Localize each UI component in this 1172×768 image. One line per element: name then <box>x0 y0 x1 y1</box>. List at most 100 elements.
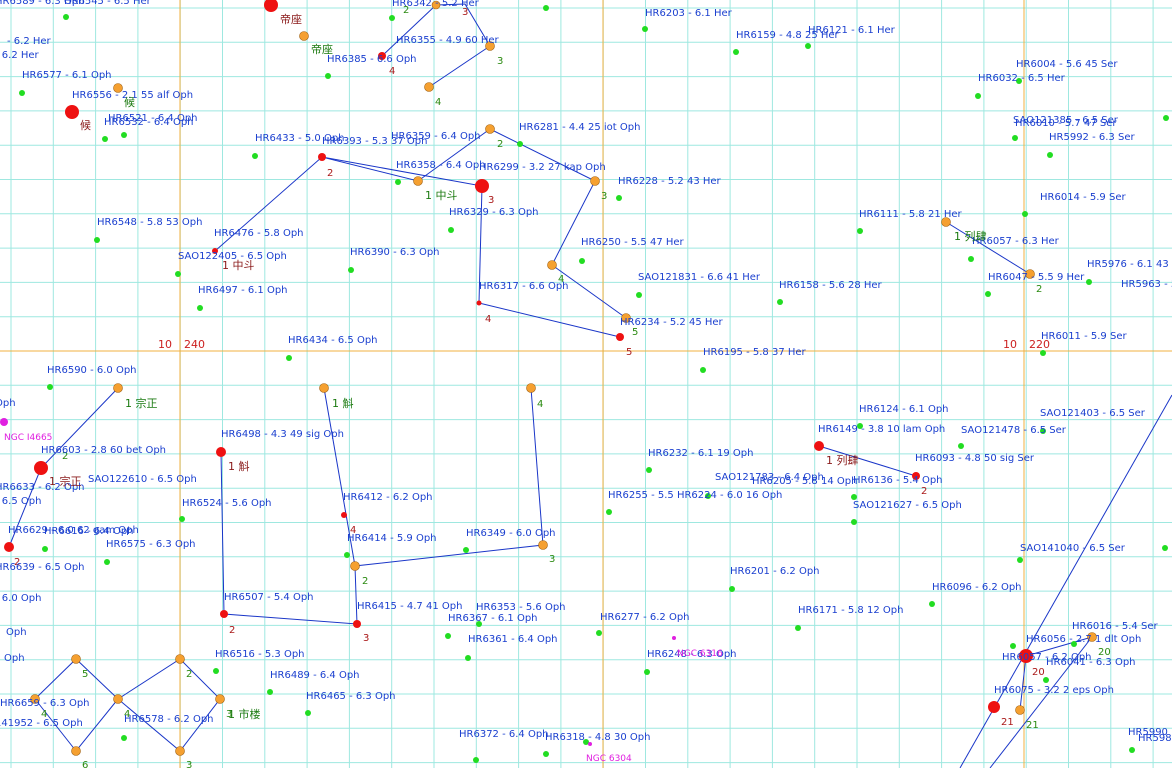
star-faint[interactable] <box>348 267 354 273</box>
star-faint[interactable] <box>985 291 991 297</box>
star-orange[interactable] <box>319 383 329 393</box>
star-faint[interactable] <box>616 195 622 201</box>
star-faint[interactable] <box>179 516 185 522</box>
star-orange[interactable] <box>485 124 495 134</box>
star-faint[interactable] <box>1047 152 1053 158</box>
star-red[interactable] <box>378 52 386 60</box>
star-faint[interactable] <box>476 621 482 627</box>
star-orange[interactable] <box>175 746 185 756</box>
deep-sky-marker[interactable] <box>0 418 8 426</box>
star-faint[interactable] <box>795 625 801 631</box>
star-orange[interactable] <box>526 383 536 393</box>
star-faint[interactable] <box>857 423 863 429</box>
star-faint[interactable] <box>700 367 706 373</box>
star-faint[interactable] <box>325 73 331 79</box>
star-red[interactable] <box>988 701 1000 713</box>
star-faint[interactable] <box>1010 643 1016 649</box>
star-red[interactable] <box>353 620 361 628</box>
star-faint[interactable] <box>104 559 110 565</box>
star-faint[interactable] <box>1040 350 1046 356</box>
deep-sky-marker[interactable] <box>672 636 676 640</box>
star-faint[interactable] <box>1162 545 1168 551</box>
star-faint[interactable] <box>733 49 739 55</box>
star-orange[interactable] <box>424 82 434 92</box>
star-red[interactable] <box>341 512 347 518</box>
star-faint[interactable] <box>644 669 650 675</box>
star-faint[interactable] <box>851 494 857 500</box>
star-orange[interactable] <box>175 654 185 664</box>
star-faint[interactable] <box>286 355 292 361</box>
star-faint[interactable] <box>1071 641 1077 647</box>
star-faint[interactable] <box>121 735 127 741</box>
star-red[interactable] <box>814 441 824 451</box>
star-faint[interactable] <box>805 43 811 49</box>
star-orange[interactable] <box>71 654 81 664</box>
star-faint[interactable] <box>463 547 469 553</box>
star-red[interactable] <box>34 461 48 475</box>
star-faint[interactable] <box>1012 135 1018 141</box>
star-orange[interactable] <box>538 540 548 550</box>
star-red[interactable] <box>264 0 278 12</box>
star-faint[interactable] <box>579 258 585 264</box>
star-faint[interactable] <box>63 14 69 20</box>
star-faint[interactable] <box>213 668 219 674</box>
star-faint[interactable] <box>448 227 454 233</box>
star-orange[interactable] <box>30 694 40 704</box>
star-orange[interactable] <box>113 83 123 93</box>
star-faint[interactable] <box>968 256 974 262</box>
star-orange[interactable] <box>113 383 123 393</box>
star-red[interactable] <box>616 333 624 341</box>
star-red[interactable] <box>220 610 228 618</box>
star-faint[interactable] <box>596 630 602 636</box>
star-faint[interactable] <box>465 655 471 661</box>
star-orange[interactable] <box>71 746 81 756</box>
star-faint[interactable] <box>975 93 981 99</box>
star-faint[interactable] <box>705 493 711 499</box>
star-orange[interactable] <box>350 561 360 571</box>
star-orange[interactable] <box>485 41 495 51</box>
star-red[interactable] <box>65 105 79 119</box>
star-orange[interactable] <box>113 694 123 704</box>
star-faint[interactable] <box>19 90 25 96</box>
star-faint[interactable] <box>1086 279 1092 285</box>
star-faint[interactable] <box>305 710 311 716</box>
star-orange[interactable] <box>215 694 225 704</box>
star-red[interactable] <box>216 447 226 457</box>
star-faint[interactable] <box>344 552 350 558</box>
star-faint[interactable] <box>473 757 479 763</box>
star-faint[interactable] <box>606 509 612 515</box>
star-faint[interactable] <box>857 228 863 234</box>
star-faint[interactable] <box>121 132 127 138</box>
star-orange[interactable] <box>1025 269 1035 279</box>
star-faint[interactable] <box>851 519 857 525</box>
star-faint[interactable] <box>197 305 203 311</box>
star-red[interactable] <box>212 248 218 254</box>
star-red[interactable] <box>4 542 14 552</box>
star-faint[interactable] <box>102 136 108 142</box>
star-faint[interactable] <box>1163 115 1169 121</box>
star-faint[interactable] <box>646 467 652 473</box>
star-faint[interactable] <box>1017 557 1023 563</box>
star-faint[interactable] <box>929 601 935 607</box>
star-faint[interactable] <box>777 299 783 305</box>
star-faint[interactable] <box>252 153 258 159</box>
star-faint[interactable] <box>445 633 451 639</box>
star-faint[interactable] <box>395 179 401 185</box>
star-orange[interactable] <box>299 31 309 41</box>
star-faint[interactable] <box>729 586 735 592</box>
star-faint[interactable] <box>1040 428 1046 434</box>
star-faint[interactable] <box>1016 78 1022 84</box>
star-red[interactable] <box>475 179 489 193</box>
star-faint[interactable] <box>636 292 642 298</box>
star-faint[interactable] <box>583 739 589 745</box>
star-red[interactable] <box>476 300 482 306</box>
star-red[interactable] <box>318 153 326 161</box>
star-faint[interactable] <box>543 5 549 11</box>
star-faint[interactable] <box>543 751 549 757</box>
star-orange[interactable] <box>621 313 631 323</box>
star-faint[interactable] <box>42 546 48 552</box>
star-faint[interactable] <box>389 15 395 21</box>
star-faint[interactable] <box>267 689 273 695</box>
star-red[interactable] <box>1019 649 1033 663</box>
